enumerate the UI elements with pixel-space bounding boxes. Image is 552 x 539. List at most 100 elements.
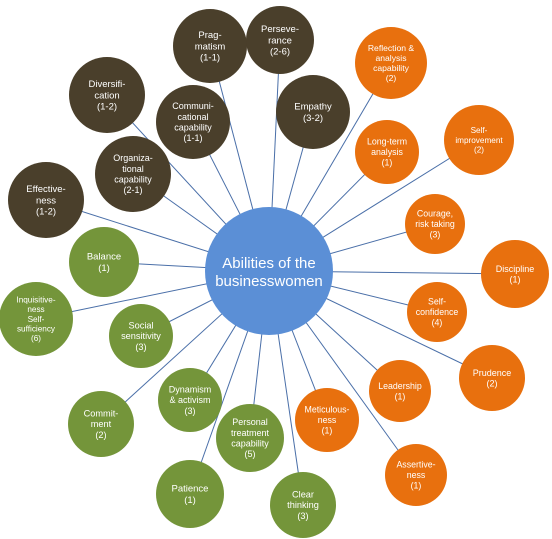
node-circle-long-term-analysis (355, 120, 419, 184)
node-label-perseverance-line-3: (2-6) (270, 47, 290, 58)
node-label-inquisitiveness-self-sufficiency-line-5: (6) (31, 334, 41, 343)
node-label-perseverance-line-2: rance (268, 35, 292, 46)
node-circle-diversification (69, 57, 145, 133)
node-label-assertiveness-line-2: ness (407, 470, 426, 480)
node-circle-effectiveness (8, 162, 84, 238)
center-title-line-1: Abilities of the (222, 255, 315, 272)
node-label-assertiveness-line-3: (1) (411, 481, 422, 491)
node-label-long-term-analysis-line-1: Long-term (367, 137, 407, 147)
node-label-pragmatism-line-2: matism (195, 41, 226, 52)
node-label-personal-treatment-capability-line-2: treatment (231, 428, 270, 438)
node-circle-clear-thinking (270, 472, 336, 538)
node-balance: Balance(1) (69, 227, 139, 297)
node-label-commitment-line-3: (2) (95, 430, 106, 440)
node-label-social-sensitivity-line-1: Social (128, 320, 153, 330)
node-circle-dynamism-activism (158, 368, 222, 432)
node-label-meticulousness-line-1: Meticulous- (305, 405, 350, 415)
node-label-self-confidence-line-2: confidence (416, 307, 459, 317)
node-label-communicational-capability-line-2: cational (177, 112, 208, 122)
node-patience: Patience(1) (156, 460, 224, 528)
node-discipline: Discipline(1) (481, 240, 549, 308)
node-diversification: Diversifi-cation(1-2) (69, 57, 145, 133)
node-circle-leadership (369, 360, 431, 422)
node-circle-communicational-capability (156, 85, 230, 159)
node-label-effectiveness-line-2: ness (36, 195, 56, 206)
node-label-reflection-analysis-line-2: analysis (375, 53, 406, 63)
node-circle-balance (69, 227, 139, 297)
node-label-clear-thinking-line-3: (3) (297, 511, 308, 521)
node-label-pragmatism-line-1: Prag- (198, 30, 221, 41)
node-label-organizational-capability-line-1: Organiza- (113, 153, 153, 163)
node-label-patience-line-2: (1) (184, 495, 196, 506)
node-label-effectiveness-line-3: (1-2) (36, 207, 56, 218)
node-label-commitment-line-2: ment (91, 419, 112, 429)
node-label-organizational-capability-line-3: capability (114, 175, 152, 185)
node-label-communicational-capability-line-3: capability (174, 123, 212, 133)
node-label-self-confidence-line-1: Self- (428, 297, 446, 307)
node-label-social-sensitivity-line-3: (3) (135, 342, 146, 352)
center-circle (205, 207, 333, 335)
node-label-prudence-line-1: Prudence (473, 368, 512, 378)
node-perseverance: Perseve-rance(2-6) (246, 6, 314, 74)
node-label-personal-treatment-capability-line-4: (5) (245, 449, 256, 459)
node-label-diversification-line-2: cation (94, 90, 119, 101)
node-label-meticulousness-line-3: (1) (322, 426, 333, 436)
node-label-self-improvement-line-3: (2) (474, 146, 484, 155)
node-circle-patience (156, 460, 224, 528)
node-self-confidence: Self-confidence(4) (407, 282, 467, 342)
node-pragmatism: Prag-matism(1-1) (173, 9, 247, 83)
node-label-clear-thinking-line-2: thinking (287, 500, 319, 510)
node-circle-reflection-analysis (355, 27, 427, 99)
node-label-inquisitiveness-self-sufficiency-line-2: ness (27, 305, 44, 314)
node-label-dynamism-activism-line-3: (3) (185, 406, 196, 416)
node-label-patience-line-1: Patience (172, 484, 209, 495)
node-label-empathy-line-2: (3-2) (303, 113, 323, 124)
node-circle-prudence (459, 345, 525, 411)
ability-nodes: Prag-matism(1-1)Perseve-rance(2-6)Divers… (0, 6, 549, 538)
node-assertiveness: Assertive-ness(1) (385, 444, 447, 506)
node-label-diversification-line-3: (1-2) (97, 102, 117, 113)
node-label-communicational-capability-line-4: (1-1) (183, 133, 202, 143)
center-title-line-2: businesswomen (215, 273, 323, 290)
node-label-balance-line-2: (1) (98, 263, 110, 274)
node-label-communicational-capability-line-1: Communi- (172, 101, 214, 111)
node-label-long-term-analysis-line-2: analysis (371, 147, 403, 157)
node-label-diversification-line-1: Diversifi- (89, 79, 126, 90)
node-label-inquisitiveness-self-sufficiency-line-1: Inquisitive- (16, 296, 55, 305)
node-circle-empathy (276, 75, 350, 149)
node-circle-commitment (68, 391, 134, 457)
node-effectiveness: Effective-ness(1-2) (8, 162, 84, 238)
node-label-pragmatism-line-3: (1-1) (200, 53, 220, 64)
node-circle-meticulousness (295, 388, 359, 452)
node-label-leadership-line-1: Leadership (378, 381, 422, 391)
node-circle-courage-risk-taking (405, 194, 465, 254)
node-circle-perseverance (246, 6, 314, 74)
node-circle-social-sensitivity (109, 304, 173, 368)
node-label-long-term-analysis-line-3: (1) (382, 158, 393, 168)
node-label-social-sensitivity-line-2: sensitivity (121, 331, 161, 341)
node-label-leadership-line-2: (1) (395, 391, 406, 401)
node-label-prudence-line-2: (2) (487, 379, 498, 389)
node-courage-risk-taking: Courage,risk taking(3) (405, 194, 465, 254)
node-label-assertiveness-line-1: Assertive- (396, 460, 435, 470)
node-circle-organizational-capability (95, 136, 171, 212)
node-circle-assertiveness (385, 444, 447, 506)
node-label-commitment-line-1: Commit- (84, 408, 119, 418)
node-label-self-confidence-line-3: (4) (432, 318, 443, 328)
node-label-personal-treatment-capability-line-1: Personal (232, 417, 268, 427)
node-label-reflection-analysis-line-4: (2) (386, 73, 397, 83)
node-circle-self-improvement (444, 105, 514, 175)
node-label-dynamism-activism-line-2: & activism (169, 395, 210, 405)
node-label-reflection-analysis-line-1: Reflection & (368, 43, 415, 53)
node-label-clear-thinking-line-1: Clear (292, 489, 314, 499)
node-label-courage-risk-taking-line-2: risk taking (415, 219, 455, 229)
node-label-perseverance-line-1: Perseve- (261, 24, 299, 35)
center-node: Abilities of the businesswomen (205, 207, 333, 335)
